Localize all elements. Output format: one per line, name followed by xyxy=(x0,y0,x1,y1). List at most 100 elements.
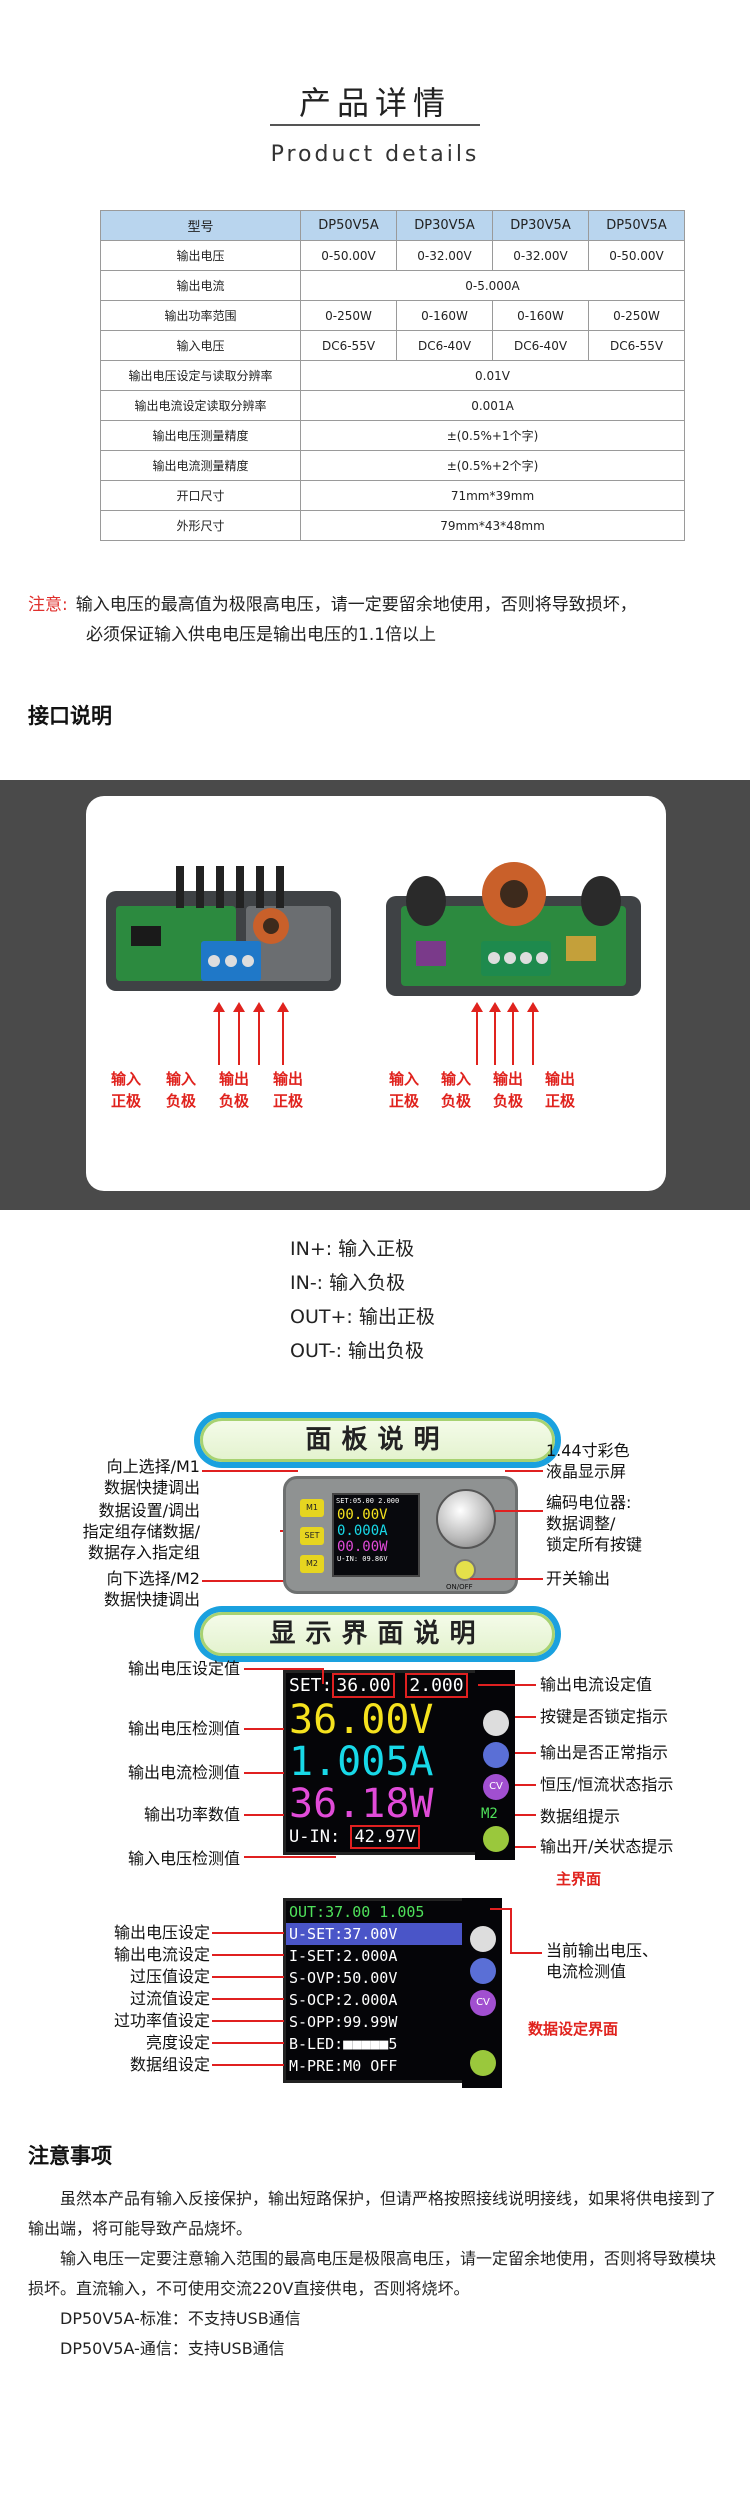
note-paragraph-3: DP50V5A-标准：不支持USB通信 xyxy=(60,2309,301,2328)
conn-main-uin xyxy=(244,1856,336,1858)
conn-set-out-h xyxy=(510,1952,542,1954)
table-cell-label: 输出电流测量精度 xyxy=(100,450,301,481)
power-label: ON/OFF xyxy=(446,1583,473,1591)
conn-set-out-drop xyxy=(510,1908,512,1954)
table-cell: 0-250W xyxy=(588,300,685,331)
conn-set-pre xyxy=(212,2064,284,2066)
main-lcd-current: 1.005A xyxy=(289,1739,434,1785)
set-label: SET: xyxy=(289,1675,333,1696)
table-cell: ±(0.5%+1个字) xyxy=(300,420,685,451)
main-label-set-a: 输出电流设定值 xyxy=(540,1675,653,1694)
conn-main-volt xyxy=(244,1728,284,1730)
main-label-set-v: 输出电压设定值 xyxy=(127,1659,240,1678)
arrow-right-1 xyxy=(471,1002,483,1065)
mini-lcd-amp: 0.000A xyxy=(337,1523,388,1539)
set-current: 2.000 xyxy=(405,1673,468,1698)
table-cell: 0-32.00V xyxy=(492,240,589,271)
table-cell-label: 输出电流设定读取分辨率 xyxy=(100,390,301,421)
settings-lock-icon xyxy=(470,1926,496,1952)
conn-set-u xyxy=(212,1932,284,1934)
notes-body: 虽然本产品有输入反接保护，输出短路保护，但请严格按照接线说明接线，如果将供电接到… xyxy=(28,2184,728,2364)
main-label-watt: 输出功率数值 xyxy=(143,1805,240,1824)
panel-label-up: 向上选择/M1 数据快捷调出 xyxy=(103,1457,200,1497)
table-header-cell: DP30V5A xyxy=(492,210,589,241)
main-lcd-power: 36.18W xyxy=(289,1781,434,1827)
set-label-ovp: 过压值设定 xyxy=(129,1967,210,1986)
notes-title: 注意事项 xyxy=(28,2144,112,2168)
table-cell: 0-50.00V xyxy=(588,240,685,271)
connector-lcd xyxy=(505,1470,543,1472)
pin-out-neg: OUT-: 输出负极 xyxy=(290,1340,425,1362)
set-label-led: 亮度设定 xyxy=(145,2033,210,2052)
table-header-cell: DP30V5A xyxy=(396,210,493,241)
label-left-out-pos: 输出 正极 xyxy=(272,1070,303,1110)
table-cell-label: 外形尺寸 xyxy=(100,510,301,541)
table-cell: DC6-55V xyxy=(300,330,397,361)
table-header-cell: DP50V5A xyxy=(588,210,685,241)
conn-main-group xyxy=(515,1814,536,1816)
settings-s-opp: S-OPP:99.99W xyxy=(289,2013,398,2031)
conn-set-opp xyxy=(212,2020,284,2022)
panel-banner: 面板说明 xyxy=(200,1418,555,1462)
settings-s-ocp: S-OCP:2.000A xyxy=(289,1991,398,2009)
label-right-in-neg: 输入 负极 xyxy=(440,1070,471,1110)
table-cell: 0-160W xyxy=(492,300,589,331)
table-cell-label: 输出功率范围 xyxy=(100,300,301,331)
uin-label: U-IN: xyxy=(289,1827,341,1847)
page-title: 产品详情 xyxy=(298,84,451,122)
conn-main-ok xyxy=(515,1752,536,1754)
table-cell: DC6-40V xyxy=(492,330,589,361)
table-row: 输入电压 DC6-55V DC6-40V DC6-40V DC6-55V xyxy=(100,330,685,361)
conn-set-ocp xyxy=(212,1998,284,2000)
settings-check-icon xyxy=(470,1958,496,1984)
main-lcd: SET:36.00 2.000 36.00V 1.005A 36.18W U-I… xyxy=(283,1670,488,1855)
title-divider xyxy=(270,124,480,126)
label-left-in-neg: 输入 负极 xyxy=(165,1070,196,1110)
set-label-opp: 过功率值设定 xyxy=(113,2011,210,2030)
main-lcd-voltage: 36.00V xyxy=(289,1697,434,1743)
table-cell: 0-32.00V xyxy=(396,240,493,271)
m2-button[interactable]: M2 xyxy=(300,1555,324,1573)
output-on-icon xyxy=(483,1826,509,1852)
table-row: 输出功率范围 0-250W 0-160W 0-160W 0-250W xyxy=(100,300,685,331)
table-cell: 0-250W xyxy=(300,300,397,331)
display-banner: 显示界面说明 xyxy=(200,1612,555,1656)
table-header-cell: DP50V5A xyxy=(300,210,397,241)
board-left-illustration xyxy=(106,866,341,991)
table-cell: 0-160W xyxy=(396,300,493,331)
settings-b-led: B-LED:■■■■■5 xyxy=(289,2035,398,2053)
main-lcd-uin-row: U-IN: 42.97V xyxy=(286,1825,485,1849)
board-right-illustration xyxy=(386,862,641,996)
panel-label-knob: 编码电位器: 数据调整/ 锁定所有按键 xyxy=(546,1493,643,1554)
conn-set-i xyxy=(212,1954,284,1956)
connector-down xyxy=(202,1580,298,1582)
pin-in-pos: IN+: 输入正极 xyxy=(290,1238,415,1260)
encoder-knob[interactable] xyxy=(436,1489,496,1549)
table-row: 输出电压测量精度 ±(0.5%+1个字) xyxy=(100,420,685,451)
arrow-left-3 xyxy=(253,1002,265,1065)
table-row: 输出电压 0-50.00V 0-32.00V 0-32.00V 0-50.00V xyxy=(100,240,685,271)
table-cell-label: 输入电压 xyxy=(100,330,301,361)
conn-main-amp xyxy=(244,1772,284,1774)
panel-label-power: 开关输出 xyxy=(546,1569,611,1588)
m1-button[interactable]: M1 xyxy=(300,1499,324,1517)
table-row: 外形尺寸 79mm*43*48mm xyxy=(100,510,685,541)
label-right-out-neg: 输出 负极 xyxy=(492,1070,523,1110)
power-button[interactable] xyxy=(454,1559,476,1581)
settings-m-pre: M-PRE:M0 OFF xyxy=(289,2057,398,2075)
panel-label-lcd: 1.44寸彩色 液晶显示屏 xyxy=(546,1441,630,1481)
check-icon xyxy=(483,1742,509,1768)
uin-value: 42.97V xyxy=(350,1825,420,1849)
arrow-left-1 xyxy=(213,1002,225,1065)
arrow-right-3 xyxy=(507,1002,519,1065)
main-label-amp: 输出电流检测值 xyxy=(127,1763,240,1782)
set-voltage: 36.00 xyxy=(332,1673,395,1698)
mini-lcd-volt: 00.00V xyxy=(337,1507,388,1523)
set-button[interactable]: SET xyxy=(300,1527,324,1545)
main-label-lock: 按键是否锁定指示 xyxy=(540,1707,669,1726)
table-cell-label: 输出电压 xyxy=(100,240,301,271)
table-row: 输出电压设定与读取分辨率 0.01V xyxy=(100,360,685,391)
set-label-ocp: 过流值设定 xyxy=(129,1989,210,2008)
main-lcd-set-row: SET:36.00 2.000 xyxy=(286,1673,485,1699)
settings-cv-icon: CV xyxy=(470,1990,496,2016)
